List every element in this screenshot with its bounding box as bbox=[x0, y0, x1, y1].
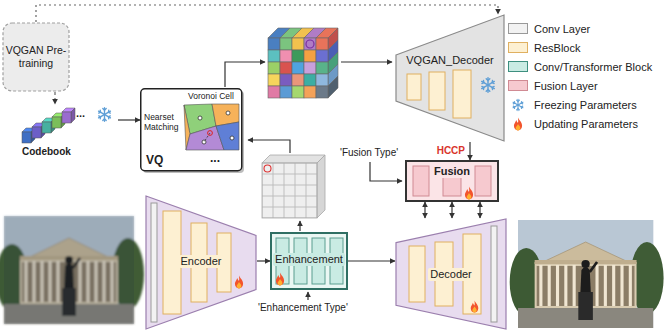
code-point bbox=[226, 111, 230, 115]
legend-text: Conv Layer bbox=[534, 22, 590, 36]
arrow bbox=[341, 61, 392, 62]
arrow bbox=[370, 162, 402, 181]
conv-layer bbox=[151, 203, 157, 322]
node-text: Nearset Matching bbox=[144, 112, 184, 132]
legend-swatch bbox=[508, 23, 528, 34]
code-point bbox=[230, 136, 234, 140]
connector bbox=[348, 260, 395, 261]
codebook-entry bbox=[22, 132, 31, 143]
legend-row: Fusion Layer bbox=[508, 79, 662, 93]
node-text: Encoder bbox=[179, 255, 224, 268]
connector bbox=[36, 5, 498, 22]
codebook-entry bbox=[71, 108, 75, 123]
connector bbox=[54, 92, 55, 104]
node-text: VQ bbox=[146, 153, 163, 167]
legend-icon bbox=[511, 117, 525, 131]
update-icon bbox=[465, 187, 473, 200]
node-text: Enhancement bbox=[273, 253, 345, 266]
node-text: Codebook bbox=[22, 146, 71, 158]
enhancement-box: Enhancement bbox=[270, 232, 348, 290]
fusion-box: Fusion bbox=[405, 160, 499, 202]
match-line bbox=[204, 133, 210, 142]
enhancement-frame bbox=[271, 233, 347, 289]
node-text: VQGAN_Decoder bbox=[406, 54, 493, 67]
rounded-box bbox=[3, 23, 69, 91]
latent-cube bbox=[268, 28, 338, 98]
codebook-entry bbox=[42, 122, 51, 133]
arrow bbox=[248, 140, 290, 153]
node-text: VQGAN Pre-training bbox=[5, 44, 67, 69]
connector bbox=[479, 202, 480, 218]
pretraining-box: VQGAN Pre-training bbox=[2, 22, 70, 92]
codebook: Codebook... bbox=[18, 104, 118, 162]
connector bbox=[451, 202, 452, 218]
input-image bbox=[0, 216, 144, 324]
node-text: ... bbox=[76, 107, 85, 120]
legend-text: Fusion Layer bbox=[534, 79, 598, 93]
encoder: Encoder bbox=[145, 195, 257, 330]
codebook-entry bbox=[32, 127, 41, 138]
decoder-trapezoid bbox=[396, 15, 504, 141]
legend-row: Updating Parameters bbox=[508, 117, 662, 131]
decoder-trapezoid bbox=[396, 219, 506, 329]
legend-row: Conv Layer bbox=[508, 22, 662, 36]
fusion-frame bbox=[406, 161, 498, 201]
update-icon bbox=[471, 301, 479, 313]
legend-row: ResBlock bbox=[508, 41, 662, 55]
type-label: 'Enhancement Type' bbox=[258, 302, 348, 314]
connector bbox=[469, 142, 470, 160]
connector bbox=[118, 119, 140, 120]
resblock bbox=[407, 74, 421, 100]
encoder-trapezoid bbox=[146, 196, 256, 329]
legend-icon bbox=[511, 98, 525, 112]
fusion-layer bbox=[413, 166, 429, 196]
vq-box: Nearset Matching Voronoi CellVQ... bbox=[140, 88, 245, 174]
codebook-entry bbox=[52, 117, 61, 128]
update-icon bbox=[276, 273, 284, 286]
fusion-layer bbox=[475, 166, 491, 196]
vq-frame bbox=[141, 89, 242, 171]
legend-text: Updating Parameters bbox=[534, 117, 638, 131]
decoder: Decoder bbox=[395, 218, 507, 330]
legend-icon bbox=[513, 99, 523, 110]
codebook-entry bbox=[62, 112, 71, 123]
arrow bbox=[225, 62, 265, 87]
resblock bbox=[409, 246, 425, 302]
edge-label: HCCP bbox=[436, 145, 466, 157]
update-icon bbox=[235, 276, 243, 289]
legend-text: Freezing Parameters bbox=[534, 98, 637, 112]
vqgan-decoder-shape bbox=[395, 14, 505, 142]
node-text: Decoder bbox=[428, 268, 474, 281]
legend-swatch bbox=[508, 80, 528, 91]
vqgan-decoder: VQGAN_Decoder bbox=[395, 14, 505, 142]
node-text: Voronoi Cell bbox=[188, 91, 234, 101]
freeze-icon bbox=[482, 78, 495, 92]
voronoi-cell bbox=[216, 122, 239, 150]
code-point bbox=[198, 116, 202, 120]
freeze-icon bbox=[99, 108, 111, 122]
query-point bbox=[208, 131, 213, 136]
legend-swatch bbox=[508, 61, 528, 72]
resblock bbox=[453, 70, 471, 118]
node-text: ... bbox=[210, 151, 220, 165]
feature-grid bbox=[262, 155, 325, 218]
type-label: 'Fusion Type' bbox=[340, 147, 398, 159]
output-image bbox=[510, 220, 664, 328]
arrow bbox=[299, 221, 300, 231]
node-text: Fusion bbox=[432, 165, 472, 178]
resblock bbox=[429, 72, 445, 110]
conv-layer bbox=[491, 226, 497, 322]
connector bbox=[424, 202, 425, 218]
legend-row: Freezing Parameters bbox=[508, 98, 662, 112]
legend-row: Conv/Transformer Block bbox=[508, 60, 662, 74]
legend-text: Conv/Transformer Block bbox=[534, 60, 652, 74]
legend-icon bbox=[514, 118, 522, 131]
connector bbox=[257, 260, 270, 261]
legend-text: ResBlock bbox=[534, 41, 580, 55]
arrow bbox=[307, 292, 308, 300]
legend-swatch bbox=[508, 42, 528, 53]
